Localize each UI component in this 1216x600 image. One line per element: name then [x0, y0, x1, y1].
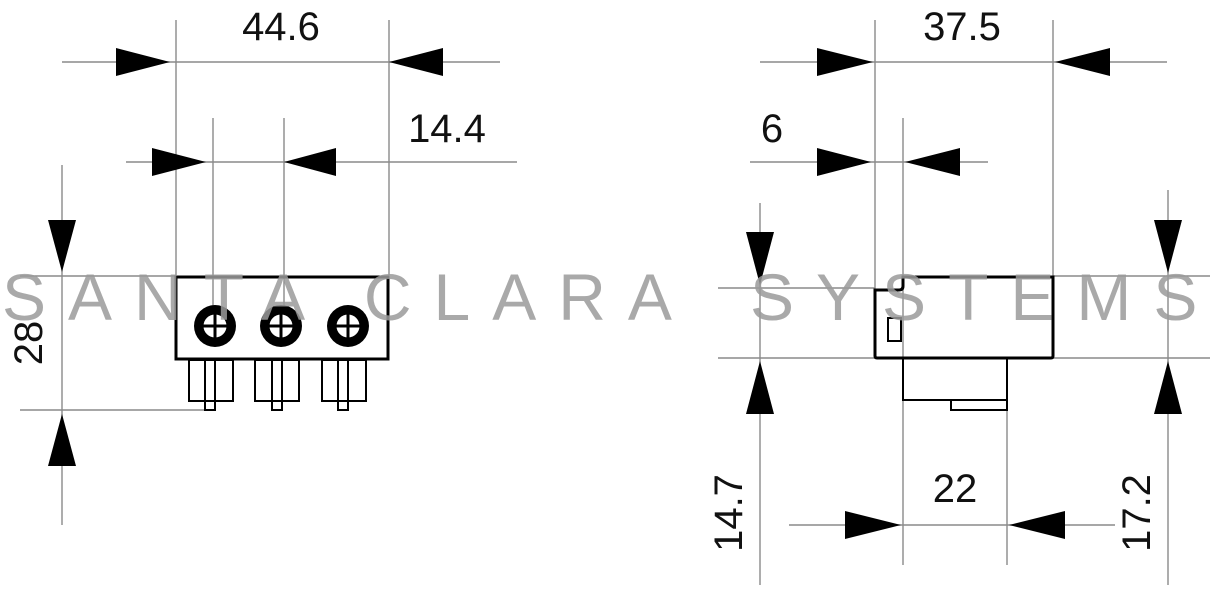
dim-label-base-width: 22: [933, 467, 978, 511]
arrow-left-icon: [905, 148, 960, 176]
arrow-right-icon: [845, 511, 901, 539]
arrow-up-icon: [1154, 361, 1182, 414]
dim-label-offset: 6: [761, 107, 783, 151]
arrow-right-icon: [152, 148, 206, 176]
arrow-down-icon: [48, 220, 76, 272]
screw-terminal-3: [327, 305, 369, 347]
dim-label-overall-width: 44.6: [242, 5, 320, 49]
arrow-up-icon: [746, 361, 774, 414]
arrow-left-icon: [1009, 511, 1065, 539]
arrow-right-icon: [116, 48, 170, 76]
watermark-right: SYSTEMS: [750, 260, 1216, 334]
screw-terminal-2: [260, 305, 302, 347]
dim-label-height-right: 17.2: [1115, 474, 1159, 552]
arrow-up-icon: [48, 414, 76, 466]
arrow-left-icon: [389, 48, 443, 76]
dim-label-height: 28: [7, 321, 51, 366]
watermark-left: SANTA CLARA: [2, 260, 694, 334]
arrow-left-icon: [284, 148, 336, 176]
dim-label-overall-depth: 37.5: [923, 5, 1001, 49]
dim-label-height-left: 14.7: [707, 474, 751, 552]
arrow-right-icon: [817, 148, 871, 176]
arrow-left-icon: [1055, 48, 1110, 76]
pins: [188, 359, 367, 411]
front-view: [20, 20, 517, 525]
arrow-right-icon: [817, 48, 873, 76]
terminal-block-side-body: [873, 275, 1055, 360]
side-view: [718, 20, 1210, 585]
arrow-down-icon: [1154, 220, 1182, 273]
screw-terminal-1: [194, 305, 236, 347]
base-foot: [950, 399, 1008, 411]
arrow-down-icon: [746, 232, 774, 285]
dim-label-pitch: 14.4: [408, 107, 486, 151]
latch-window: [887, 317, 902, 342]
